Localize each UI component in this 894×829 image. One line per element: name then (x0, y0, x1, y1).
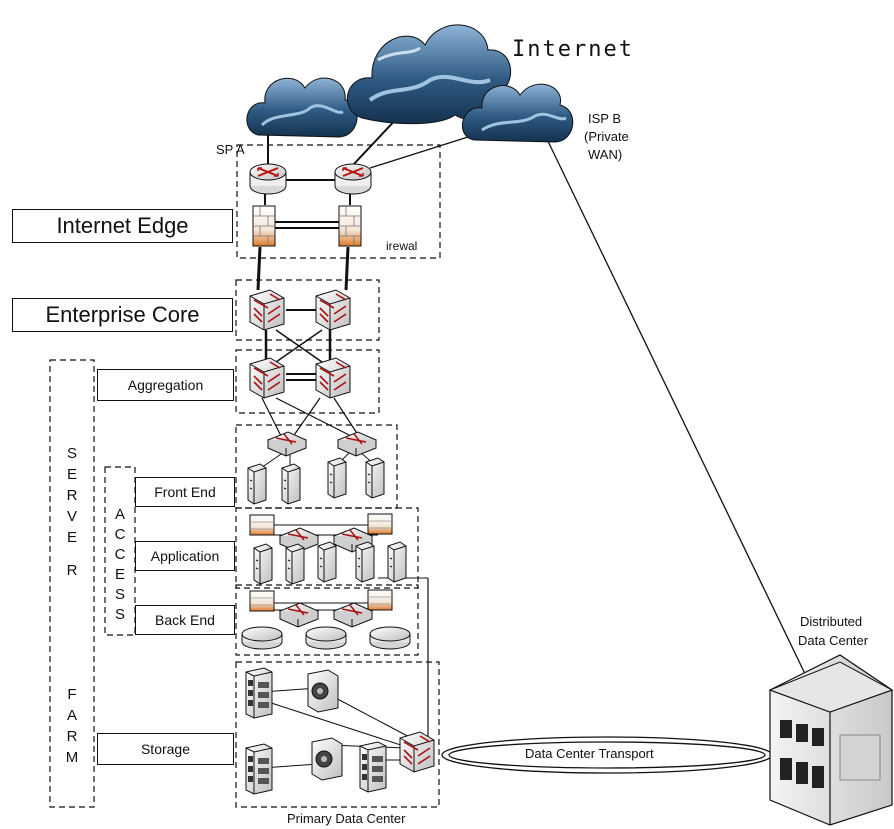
server-letter: E (66, 466, 77, 483)
server-letter: S (66, 445, 77, 462)
core-switch-2-icon (315, 289, 351, 331)
farm-letter: M (65, 749, 79, 766)
storage-label: Storage (97, 733, 234, 765)
distributed-dc-label-line1: Distributed (800, 614, 863, 629)
database-disk-3-icon (369, 626, 411, 650)
access-letter: C (114, 546, 126, 563)
edge-router-2-icon (334, 163, 372, 195)
isp-b-sub1-label: (Private (584, 129, 629, 144)
storage-array-3-icon (359, 741, 387, 793)
tape-library-2-icon (311, 737, 343, 781)
app-server-5-icon (387, 541, 407, 583)
front-end-server-4-icon (365, 457, 385, 499)
farm-letter: R (66, 728, 78, 745)
edge-router-1-icon (249, 163, 287, 195)
aggregation-label: Aggregation (97, 369, 234, 401)
backend-switch-2-icon (333, 602, 373, 628)
farm-letter: F (67, 686, 77, 703)
access-letter: S (114, 586, 125, 603)
isp-b-sub2-label: WAN) (588, 147, 623, 162)
application-label: Application (135, 541, 235, 571)
access-switch-1-icon (267, 431, 307, 457)
server-letter: R (66, 487, 78, 504)
app-server-3-icon (317, 541, 337, 583)
data-center-transport-label: Data Center Transport (525, 746, 654, 761)
firewall-2-icon (338, 205, 362, 247)
database-disk-1-icon (241, 626, 283, 650)
access-letter: E (114, 566, 125, 583)
app-load-balancer-2-icon (367, 513, 393, 535)
access-letter: A (114, 506, 125, 523)
aggregation-switch-2-icon (315, 357, 351, 399)
front-end-server-3-icon (327, 457, 347, 499)
backend-load-balancer-2-icon (367, 589, 393, 611)
tape-library-1-icon (307, 669, 339, 713)
server-letter: R (66, 562, 78, 579)
app-server-2-icon (285, 543, 305, 585)
distributed-dc-label-line2: Data Center (798, 633, 869, 648)
backend-switch-1-icon (279, 602, 319, 628)
storage-array-2-icon (245, 743, 273, 795)
farm-letter: A (66, 707, 77, 724)
server-letter: E (66, 529, 77, 546)
access-letter: C (114, 526, 126, 543)
access-letter: S (114, 606, 125, 623)
primary-data-center-label: Primary Data Center (287, 811, 406, 826)
app-load-balancer-1-icon (249, 514, 275, 536)
app-server-1-icon (253, 543, 273, 585)
group-boxes (49, 144, 441, 808)
aggregation-switch-1-icon (249, 357, 285, 399)
database-disk-2-icon (305, 626, 347, 650)
distributed-data-center-building-icon (768, 654, 894, 826)
front-end-server-2-icon (281, 463, 301, 505)
access-switch-2-icon (337, 431, 377, 457)
backend-load-balancer-1-icon (249, 590, 275, 612)
firewall-label: irewal (386, 239, 418, 253)
isp-b-label: ISP B (588, 111, 622, 126)
cloud-isp-b-icon (461, 83, 574, 143)
server-letter: V (66, 508, 77, 525)
firewall-1-icon (252, 205, 276, 247)
front-end-server-1-icon (247, 463, 267, 505)
internet-label: Internet (512, 37, 634, 62)
cloud-isp-a-icon (246, 77, 358, 138)
internet-clouds (246, 24, 574, 143)
internet-edge-label: Internet Edge (12, 209, 233, 243)
enterprise-core-label: Enterprise Core (12, 298, 233, 332)
cloud-internet-icon (346, 24, 511, 125)
front-end-label: Front End (135, 477, 235, 507)
back-end-label: Back End (135, 605, 235, 635)
core-switch-1-icon (249, 289, 285, 331)
isp-a-label: SP A (216, 142, 245, 157)
storage-array-1-icon (245, 667, 273, 719)
storage-switch-icon (399, 731, 435, 773)
app-server-4-icon (355, 541, 375, 583)
